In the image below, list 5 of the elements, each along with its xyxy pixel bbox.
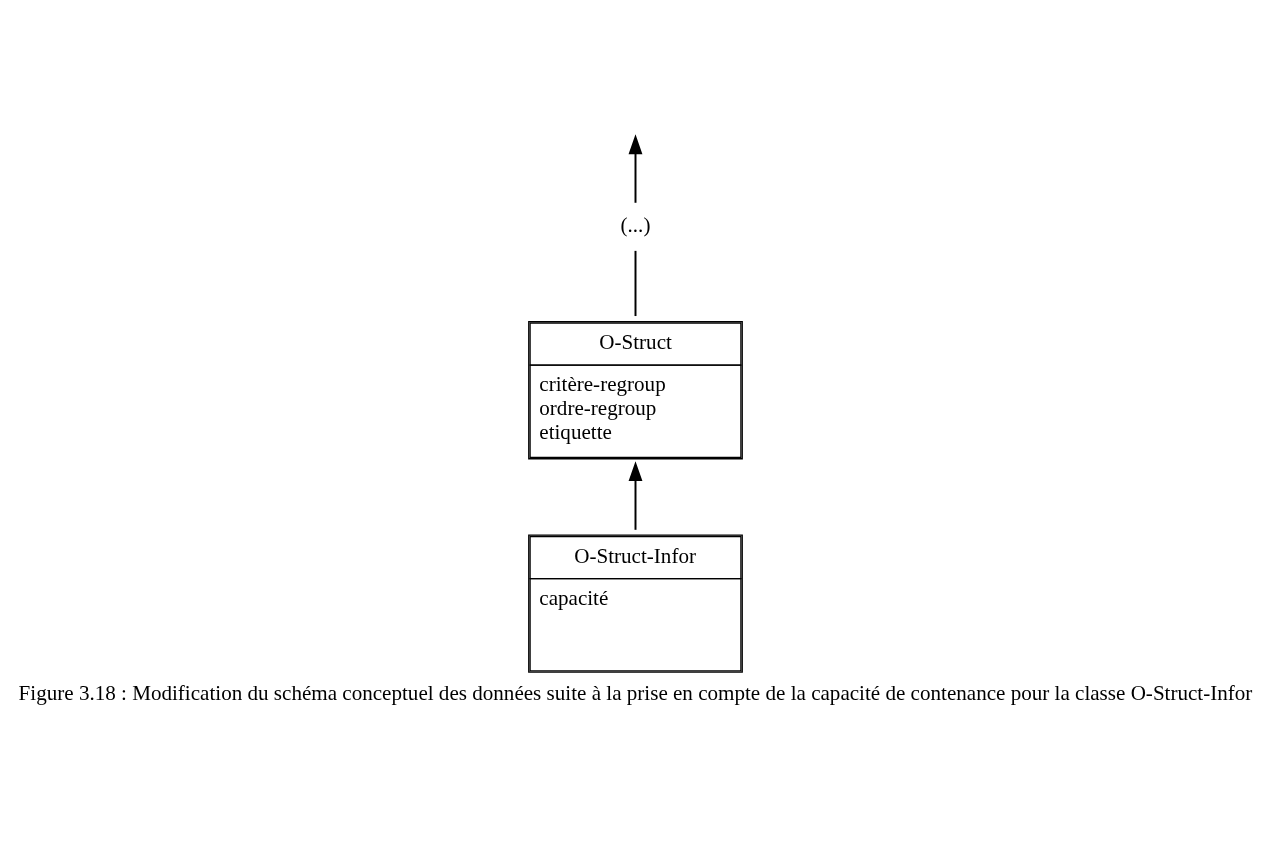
connector [634, 249, 637, 318]
arrow [628, 461, 643, 531]
node-text: (...) [620, 212, 651, 237]
caption: Figure 3.18 : Modification du schéma conceptuel des données suite à la prise en compte de la capacité de contenance pour la classe O-Struct-Infor [18, 680, 1253, 705]
arrow [628, 134, 643, 204]
